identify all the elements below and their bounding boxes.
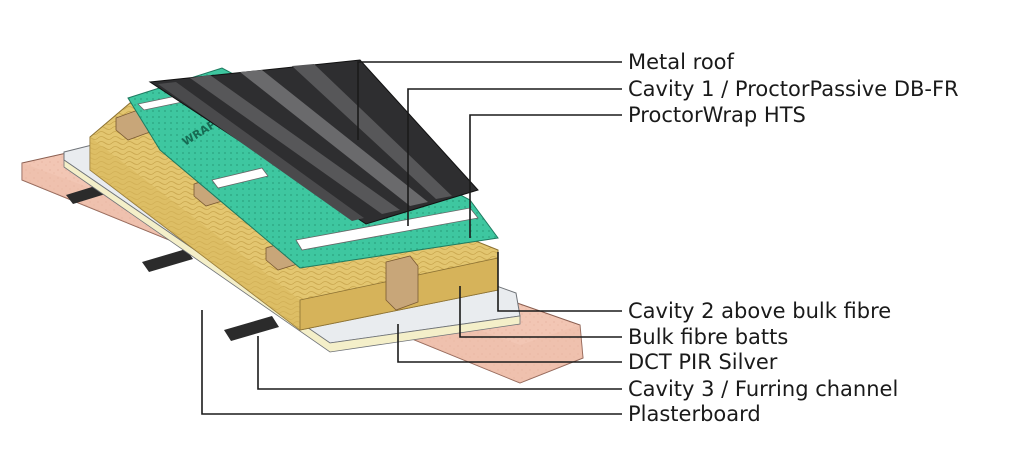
leader-cavity2 bbox=[497, 252, 622, 312]
label-bulk-fibre: Bulk fibre batts bbox=[628, 325, 788, 349]
label-cavity3: Cavity 3 / Furring channel bbox=[628, 377, 898, 401]
label-metal-roof: Metal roof bbox=[628, 50, 735, 74]
leader-proctorwrap bbox=[469, 114, 622, 238]
label-plasterboard: Plasterboard bbox=[628, 402, 761, 426]
label-dct-pir: DCT PIR Silver bbox=[628, 350, 778, 374]
leader-plasterboard bbox=[201, 310, 622, 415]
label-proctorwrap: ProctorWrap HTS bbox=[628, 103, 806, 127]
metal-roof-layer bbox=[148, 59, 479, 225]
leader-bulk-fibre bbox=[459, 286, 622, 338]
leader-cavity3 bbox=[257, 336, 622, 390]
label-cavity2: Cavity 2 above bulk fibre bbox=[628, 299, 891, 323]
leader-cavity1 bbox=[407, 88, 622, 226]
label-cavity1: Cavity 1 / ProctorPassive DB-FR bbox=[628, 77, 959, 101]
leader-metal-roof bbox=[357, 61, 622, 140]
leader-lines bbox=[201, 61, 622, 415]
leader-dct-pir bbox=[397, 324, 622, 363]
labels: Metal roof Cavity 1 / ProctorPassive DB-… bbox=[628, 50, 959, 426]
